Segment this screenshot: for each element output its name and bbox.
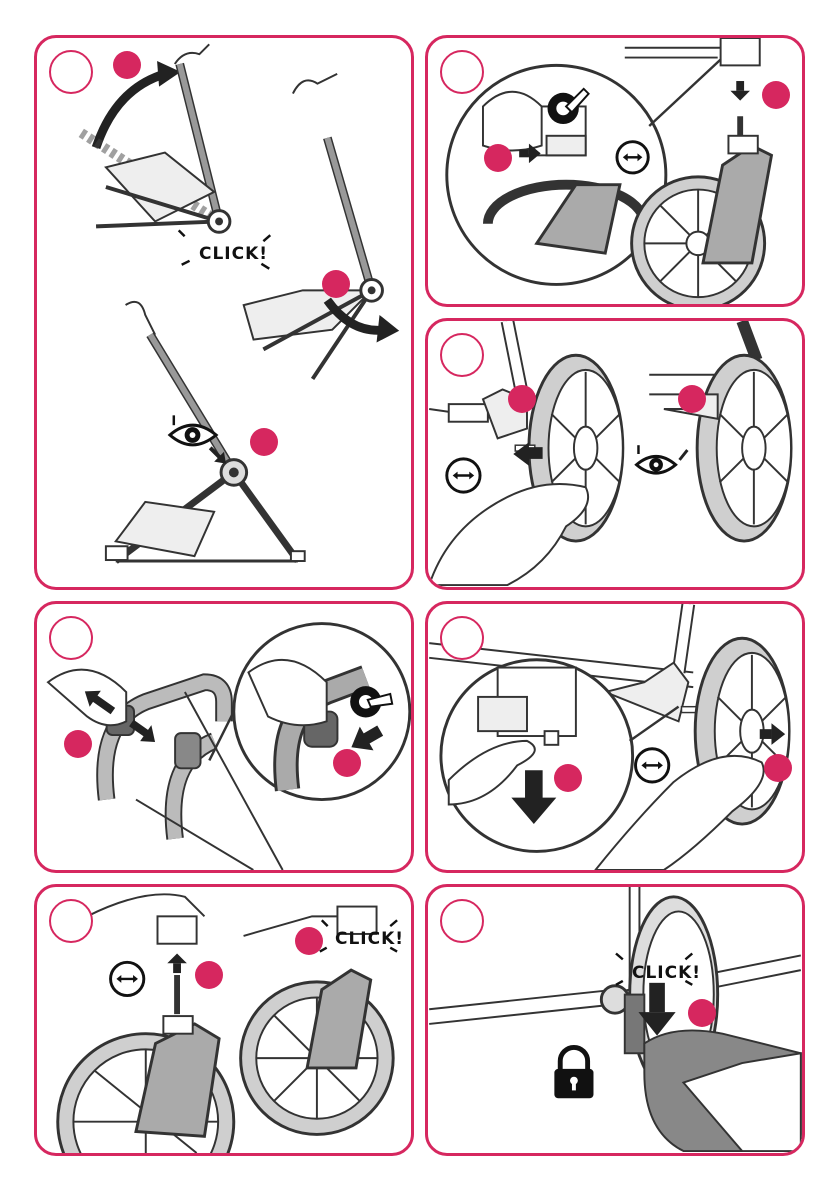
panel-7-attach-front-wheel: CLICK! [34, 884, 414, 1156]
panel-3-illustration [428, 321, 802, 587]
rotate-icon [111, 962, 144, 995]
rotate-icon [447, 459, 480, 492]
panel-5-illustration [428, 604, 802, 870]
rotate-icon [636, 749, 669, 782]
eye-icon [637, 445, 676, 473]
callout-dot [484, 144, 512, 172]
click-label: CLICK! [632, 963, 701, 983]
step-number-circle [440, 50, 484, 94]
callout-dot [250, 428, 278, 456]
step-number-circle [440, 616, 484, 660]
callout-dot [764, 754, 792, 782]
eye-icon [170, 415, 216, 445]
panel-1-illustration [37, 38, 411, 587]
step-number-circle [49, 616, 93, 660]
click-label: CLICK! [335, 929, 404, 949]
callout-dot [113, 51, 141, 79]
panel-8-illustration [428, 887, 802, 1153]
callout-dot [688, 999, 716, 1027]
panel-2-illustration [428, 38, 802, 304]
callout-dot [508, 385, 536, 413]
panel-8-apply-brake: CLICK! [425, 884, 805, 1156]
callout-dot [322, 270, 350, 298]
panel-3-remove-rear-wheel [425, 318, 805, 590]
panel-2-release-wheel [425, 35, 805, 307]
step-number-circle [440, 333, 484, 377]
panel-1-unfold-frame: CLICK! [34, 35, 414, 590]
callout-dot [678, 385, 706, 413]
callout-dot [295, 927, 323, 955]
panel-5-release-rear-wheel [425, 601, 805, 873]
callout-dot [333, 749, 361, 777]
panel-4-illustration [37, 604, 411, 870]
step-number-circle [49, 50, 93, 94]
callout-dot [762, 81, 790, 109]
panel-4-adjust-handlebar [34, 601, 414, 873]
lock-icon [554, 1047, 593, 1098]
step-number-circle [49, 899, 93, 943]
step-number-circle [440, 899, 484, 943]
callout-dot [554, 764, 582, 792]
panel-7-illustration [37, 887, 411, 1153]
click-label: CLICK! [199, 244, 268, 264]
callout-dot [64, 730, 92, 758]
callout-dot [195, 961, 223, 989]
